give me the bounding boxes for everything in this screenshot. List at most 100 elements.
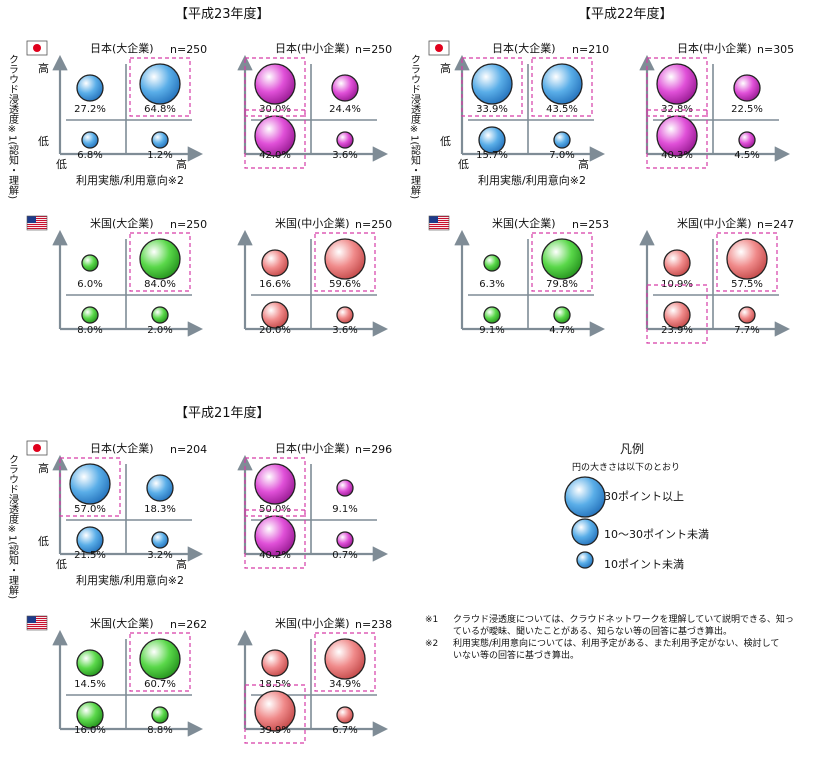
legend-bubbles (564, 476, 606, 569)
footnote-1-mark: ※1 (425, 615, 439, 625)
x-axis-label: 利用実態/利用意向※2 (76, 173, 184, 187)
bubble-value-label: 6.7% (332, 725, 357, 736)
bubble (733, 74, 761, 102)
highlight-box (244, 684, 306, 744)
x-high-label: 高 (578, 157, 589, 171)
bubble (151, 531, 169, 549)
bubble-value-label: 14.5% (74, 679, 106, 690)
bubble-value-label: 3.6% (332, 150, 357, 161)
bubble (541, 63, 583, 105)
bubble (738, 306, 756, 324)
bubble (261, 249, 289, 277)
block-title: 【平成21年度】 (175, 405, 270, 421)
panel-n: n=253 (572, 218, 609, 231)
highlight-box (129, 57, 191, 117)
x-axis-label: 利用実態/利用意向※2 (76, 573, 184, 587)
usa-flag-stripe (27, 226, 47, 228)
legend-title: 凡例 (620, 442, 645, 456)
usa-flag-stripe (27, 218, 47, 220)
bubble-value-label: 27.2% (74, 104, 106, 115)
bubble (81, 306, 99, 324)
highlight-box (531, 232, 593, 292)
y-axis-label: クラウド浸透度※1(認知・理解) (7, 454, 19, 599)
highlight-box (646, 57, 708, 117)
chart-block-1: 【平成22年度】日本(大企業)n=21033.9%43.5%15.7%7.0%高… (409, 6, 794, 344)
panel-n: n=250 (355, 218, 392, 231)
bubble (336, 706, 354, 724)
panel-n: n=204 (170, 443, 207, 456)
bubble (151, 306, 169, 324)
bubble (151, 706, 169, 724)
bubble-value-label: 34.9% (329, 679, 361, 690)
japan-flag-sun (33, 44, 41, 52)
block-title: 【平成23年度】 (175, 6, 270, 22)
highlight-box (244, 109, 306, 169)
panel-label: 米国(中小企業) (677, 216, 752, 230)
bubble (324, 238, 366, 280)
bubble-value-label: 6.0% (77, 279, 102, 290)
bubble-value-label: 8.8% (147, 725, 172, 736)
bubble (656, 63, 698, 105)
legend-bubble-large (564, 476, 606, 518)
bubble (81, 131, 99, 149)
bubble (69, 463, 111, 505)
chart-block-0: 【平成23年度】日本(大企業)n=25027.2%64.8%6.8%1.2%高低… (7, 6, 392, 337)
legend-label-large: 30ポイント以上 (604, 490, 684, 503)
bubble-value-label: 40.2% (259, 550, 291, 561)
usa-flag-stripe (27, 216, 47, 218)
footnote-1-line2: ているが曖昧、聞いたことがある、知らない等の回答に基づき算出。 (453, 627, 733, 637)
panel-n: n=250 (170, 218, 207, 231)
footnote-1-line1: クラウド浸透度については、クラウドネットワークを理解していて説明できる、知っ (453, 615, 794, 625)
highlight-box (716, 232, 778, 292)
panel-label: 日本(中小企業) (275, 41, 350, 55)
bubble-value-label: 22.5% (731, 104, 763, 115)
bubble-value-label: 16.6% (259, 279, 291, 290)
bubble-value-label: 60.7% (144, 679, 176, 690)
bubble (324, 638, 366, 680)
highlight-box (646, 109, 708, 169)
bubble (81, 254, 99, 272)
usa-flag-stripe (27, 622, 47, 624)
bubble (336, 479, 354, 497)
usa-flag-stripe (429, 224, 449, 226)
bubble-value-label: 23.9% (661, 325, 693, 336)
highlight-box (129, 632, 191, 692)
bubble-value-label: 24.4% (329, 104, 361, 115)
usa-flag-stripe (429, 226, 449, 228)
panel-label: 日本(大企業) (90, 41, 154, 55)
bubble (336, 131, 354, 149)
y-axis-label: クラウド浸透度※1(認知・理解) (7, 54, 19, 199)
highlight-box (531, 57, 593, 117)
usa-flag-stripe (429, 222, 449, 224)
panel-label: 日本(大企業) (90, 441, 154, 455)
japan-flag-sun (435, 44, 443, 52)
legend-label-medium: 10〜30ポイント未満 (604, 528, 709, 541)
highlight-box (646, 284, 708, 344)
legend-label-small: 10ポイント未満 (604, 558, 684, 571)
block-title: 【平成22年度】 (578, 6, 673, 22)
panel-label: 米国(中小企業) (275, 616, 350, 630)
bubble-value-label: 0.7% (332, 550, 357, 561)
bubble (254, 63, 296, 105)
bubble-value-label: 57.0% (74, 504, 106, 515)
usa-flag-stripe (27, 628, 47, 630)
usa-flag-canton (429, 216, 438, 223)
usa-flag-stripe (27, 620, 47, 622)
panel-n: n=247 (757, 218, 794, 231)
legend-bubble-small (576, 551, 594, 569)
legend-subtitle: 円の大きさは以下のとおり (572, 463, 681, 473)
bubble-value-label: 84.0% (144, 279, 176, 290)
bubble (553, 131, 571, 149)
usa-flag-stripe (429, 220, 449, 222)
panel-label: 米国(大企業) (90, 616, 154, 630)
usa-flag-stripe (429, 218, 449, 220)
bubble (261, 301, 289, 329)
usa-flag-stripe (27, 616, 47, 618)
bubble (553, 306, 571, 324)
footnote-2-mark: ※2 (425, 639, 439, 649)
highlight-box (59, 457, 121, 517)
